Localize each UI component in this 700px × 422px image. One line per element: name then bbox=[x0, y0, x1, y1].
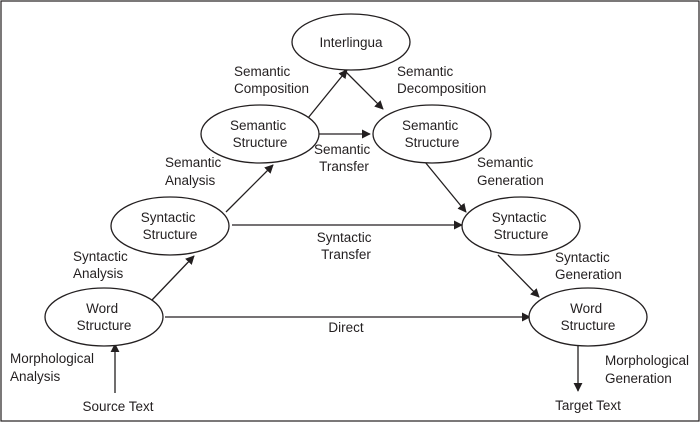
syntactic-generation-label: Syntactic Generation bbox=[555, 250, 622, 282]
word-structure-target-label: Word Structure bbox=[561, 301, 616, 333]
interlingua-node: Interlingua bbox=[291, 13, 411, 71]
semantic-structure-source-node: Semantic Structure bbox=[200, 104, 320, 164]
syntactic-structure-target-label: Syntactic Structure bbox=[492, 210, 551, 242]
word-structure-target-node: Word Structure bbox=[528, 287, 648, 347]
syntactic-analysis-arrow bbox=[151, 255, 195, 301]
word-structure-source-label: Word Structure bbox=[77, 301, 132, 333]
word-structure-source-node: Word Structure bbox=[44, 287, 164, 347]
syntactic-generation-arrow bbox=[497, 254, 540, 298]
semantic-decomposition-label: Semantic Decomposition bbox=[397, 64, 486, 96]
semantic-generation-label: Semantic Generation bbox=[477, 155, 544, 188]
syntactic-transfer-label: Syntactic Transfer bbox=[317, 230, 376, 262]
syntactic-structure-source-node: Syntactic Structure bbox=[110, 196, 230, 256]
semantic-analysis-arrow bbox=[225, 164, 274, 213]
morphological-generation-label: Morphological Generation bbox=[605, 353, 693, 386]
source-text-label: Source Text bbox=[82, 399, 153, 414]
morphological-analysis-label: Morphological Analysis bbox=[10, 351, 98, 384]
semantic-analysis-label: Semantic Analysis bbox=[165, 155, 225, 188]
target-text-label: Target Text bbox=[555, 398, 621, 413]
direct-label: Direct bbox=[328, 320, 364, 335]
semantic-structure-target-node: Semantic Structure bbox=[372, 104, 492, 164]
syntactic-structure-source-label: Syntactic Structure bbox=[141, 210, 200, 242]
interlingua-label: Interlingua bbox=[319, 35, 383, 50]
semantic-decomposition-arrow bbox=[342, 68, 384, 110]
semantic-structure-source-label: Semantic Structure bbox=[230, 118, 290, 150]
semantic-transfer-label: Semantic Transfer bbox=[314, 142, 374, 174]
semantic-composition-label: Semantic Composition bbox=[234, 64, 309, 96]
syntactic-structure-target-node: Syntactic Structure bbox=[461, 196, 581, 256]
semantic-structure-target-label: Semantic Structure bbox=[402, 118, 462, 150]
semantic-composition-arrow bbox=[307, 69, 348, 119]
syntactic-analysis-label: Syntactic Analysis bbox=[73, 249, 132, 281]
semantic-generation-arrow bbox=[424, 161, 467, 213]
